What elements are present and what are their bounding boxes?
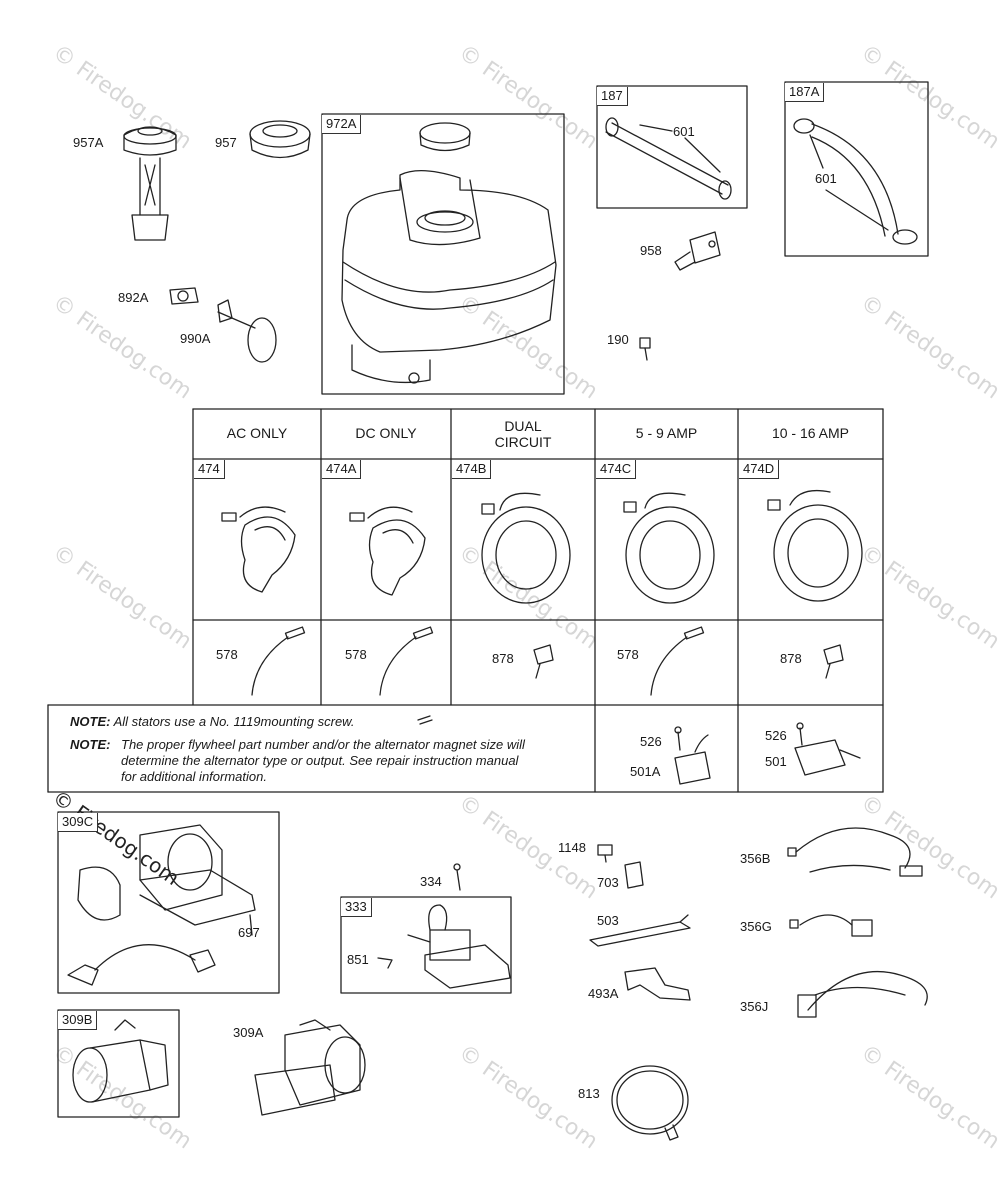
- screw-526-b: [796, 722, 804, 746]
- header-5-9-amp: 5 - 9 AMP: [635, 425, 698, 441]
- screw-334: [453, 863, 461, 891]
- stator-474: [221, 506, 296, 593]
- starter-309B: [72, 1019, 169, 1103]
- callout-878-a: 878: [492, 651, 514, 666]
- stator-label-474B: 474B: [452, 460, 492, 479]
- box-label-333: 333: [341, 898, 372, 917]
- stator-474D: [767, 489, 863, 602]
- callout-958: 958: [640, 243, 662, 258]
- box-frame-187: [596, 85, 748, 209]
- callout-578-b: 578: [345, 647, 367, 662]
- header-ac-only: AC ONLY: [226, 425, 288, 441]
- header-dc-only: DC ONLY: [355, 425, 417, 441]
- callout-703: 703: [597, 875, 619, 890]
- fuel-line-187: [605, 117, 732, 200]
- regulator-501A: [674, 734, 711, 785]
- lead-578-a: [251, 626, 306, 696]
- lead-878-a: [533, 644, 554, 679]
- regulator-501: [794, 739, 861, 776]
- fuel-tank-972A: [341, 122, 557, 384]
- callout-990A: 990A: [180, 331, 211, 346]
- callout-526-b: 526: [765, 728, 787, 743]
- stator-label-474D: 474D: [739, 460, 780, 479]
- box-frame-187A: [784, 81, 929, 257]
- box-label-309C: 309C: [58, 813, 99, 832]
- header-dual-circuit: DUAL CIRCUIT: [494, 418, 552, 450]
- callout-501A: 501A: [630, 764, 661, 779]
- callout-878-b: 878: [780, 651, 802, 666]
- callout-1148: 1148: [558, 840, 586, 855]
- note-2-text-line3: for additional information.: [121, 769, 267, 784]
- fuel-cap-957: [249, 120, 311, 159]
- bracket-493A: [624, 967, 691, 1001]
- screw-190: [639, 337, 651, 361]
- stator-474B: [481, 492, 571, 604]
- callout-501: 501: [765, 754, 787, 769]
- callout-851: 851: [347, 952, 369, 967]
- fuel-line-187A: [793, 118, 918, 245]
- stator-474C: [623, 492, 715, 604]
- screw-526-a: [674, 726, 682, 751]
- stator-474A: [349, 506, 426, 596]
- callout-957A: 957A: [73, 135, 104, 150]
- lead-578-b: [379, 626, 434, 696]
- stator-label-474: 474: [194, 460, 225, 479]
- lead-878-b: [823, 644, 844, 679]
- box-label-309B: 309B: [58, 1011, 98, 1030]
- callout-578-c: 578: [617, 647, 639, 662]
- bracket-503: [589, 914, 691, 947]
- callout-957: 957: [215, 135, 237, 150]
- lead-578-c: [650, 626, 705, 696]
- box-frame-333: [340, 896, 512, 994]
- box-frame-972A: [321, 113, 565, 395]
- ignition-coil-333: [377, 904, 511, 989]
- knob-990A: [217, 299, 277, 363]
- note-2-text-line1: The proper flywheel part number and/or t…: [121, 737, 525, 752]
- starter-309C: [67, 824, 256, 986]
- callout-356B: 356B: [740, 851, 771, 866]
- harness-356G: [789, 914, 873, 937]
- callout-813: 813: [578, 1086, 600, 1101]
- clip-703: [624, 861, 644, 889]
- callout-334: 334: [420, 874, 442, 889]
- callout-526-a: 526: [640, 734, 662, 749]
- callout-356G: 356G: [740, 919, 772, 934]
- harness-356J: [797, 971, 928, 1018]
- note-2-text-line2: determine the alternator type or output.…: [121, 753, 519, 768]
- header-10-16-amp: 10 - 16 AMP: [771, 425, 850, 441]
- note-label: NOTE:: [70, 714, 111, 729]
- box-label-187A: 187A: [785, 83, 825, 102]
- stator-label-474A: 474A: [322, 460, 362, 479]
- callout-601-b: 601: [815, 171, 837, 186]
- note-1-text: All stators use a No. 1119mounting screw…: [113, 714, 355, 729]
- valve-892A: [169, 287, 199, 305]
- box-frame-309B: [57, 1009, 180, 1118]
- note-label: NOTE:: [70, 737, 111, 752]
- callout-892A: 892A: [118, 290, 149, 305]
- note-1: NOTE: All stators use a No. 1119mounting…: [70, 714, 354, 729]
- box-frame-309C: [57, 811, 280, 994]
- fuel-shutoff-958: [674, 231, 721, 271]
- note-2-label-wrap: NOTE:: [70, 737, 110, 752]
- callout-493A: 493A: [588, 986, 619, 1001]
- callout-578-a: 578: [216, 647, 238, 662]
- starter-309A: [254, 1019, 366, 1116]
- box-label-972A: 972A: [322, 115, 362, 134]
- callout-356J: 356J: [740, 999, 769, 1014]
- callout-697: 697: [238, 925, 260, 940]
- mounting-screw: [417, 715, 433, 725]
- screw-1148: [597, 844, 613, 863]
- harness-356B: [787, 827, 923, 877]
- callout-601-a: 601: [673, 124, 695, 139]
- callout-503: 503: [597, 913, 619, 928]
- clamp-813: [611, 1065, 689, 1141]
- box-label-187: 187: [597, 87, 628, 106]
- dipstick-cap-957A: [123, 126, 177, 241]
- stator-label-474C: 474C: [596, 460, 637, 479]
- callout-190: 190: [607, 332, 629, 347]
- stator-table-grid: [47, 408, 884, 793]
- callout-309A: 309A: [233, 1025, 264, 1040]
